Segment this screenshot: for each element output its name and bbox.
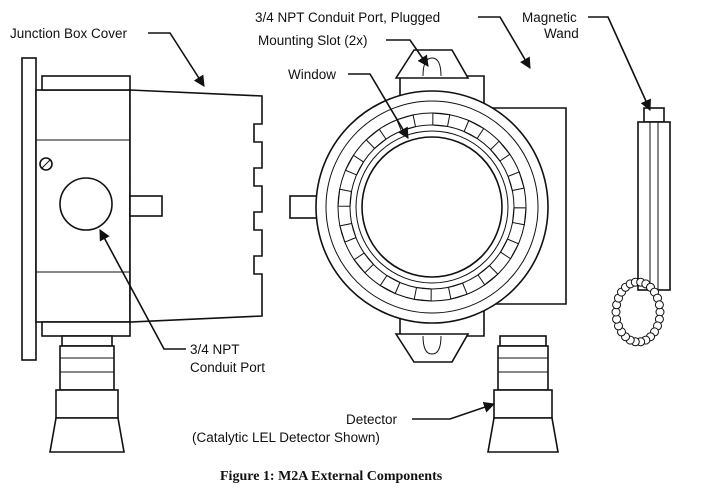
front-detector-head	[487, 417, 559, 453]
side-junction-box-cover	[129, 89, 263, 323]
label-junction-box-cover: Junction Box Cover	[10, 26, 128, 41]
side-mounting-flange	[21, 57, 37, 361]
leader-magnetic-wand	[588, 16, 651, 112]
side-detector-collar	[55, 389, 119, 419]
front-detector-neck	[499, 335, 547, 347]
label-mounting-slot: Mounting Slot (2x)	[258, 33, 368, 48]
wand-body	[637, 121, 671, 291]
leader-npt-port	[99, 229, 186, 350]
side-conduit-port	[59, 177, 113, 231]
leader-junction-box-cover	[148, 32, 205, 87]
front-bottom-mounting-ear	[394, 333, 470, 363]
front-window	[361, 136, 503, 278]
label-wand: Wand	[544, 26, 579, 41]
label-detector-line1: Detector	[346, 412, 398, 427]
side-mounting-tab	[129, 195, 163, 217]
label-detector-line2: (Catalytic LEL Detector Shown)	[192, 430, 380, 445]
front-detector-collar	[493, 389, 553, 419]
label-window: Window	[288, 67, 336, 82]
side-top-flange	[41, 75, 131, 91]
side-bottom-flange	[41, 321, 131, 337]
front-view	[289, 49, 567, 453]
leader-mounting-slot	[386, 39, 429, 67]
label-npt-port-line1: 3/4 NPT	[190, 342, 240, 357]
label-conduit-port-plugged: 3/4 NPT Conduit Port, Plugged	[255, 10, 440, 25]
leader-detector	[412, 401, 496, 420]
wand-bead-chain	[611, 277, 665, 347]
magnetic-wand	[611, 107, 671, 347]
side-detector-nut	[59, 345, 115, 391]
front-top-mounting-ear	[394, 49, 470, 79]
leader-conduit-port-plugged	[478, 16, 531, 69]
front-detector-nut	[497, 345, 549, 391]
figure-caption: Figure 1: M2A External Components	[220, 469, 443, 484]
side-view	[21, 57, 263, 453]
side-detector-neck	[61, 335, 113, 347]
chain-bead	[654, 300, 664, 310]
wand-cap	[643, 107, 665, 123]
label-npt-port-line2: Conduit Port	[190, 360, 265, 375]
side-detector-head	[49, 417, 125, 453]
label-magnetic: Magnetic	[522, 10, 577, 25]
leader-window	[348, 73, 409, 139]
